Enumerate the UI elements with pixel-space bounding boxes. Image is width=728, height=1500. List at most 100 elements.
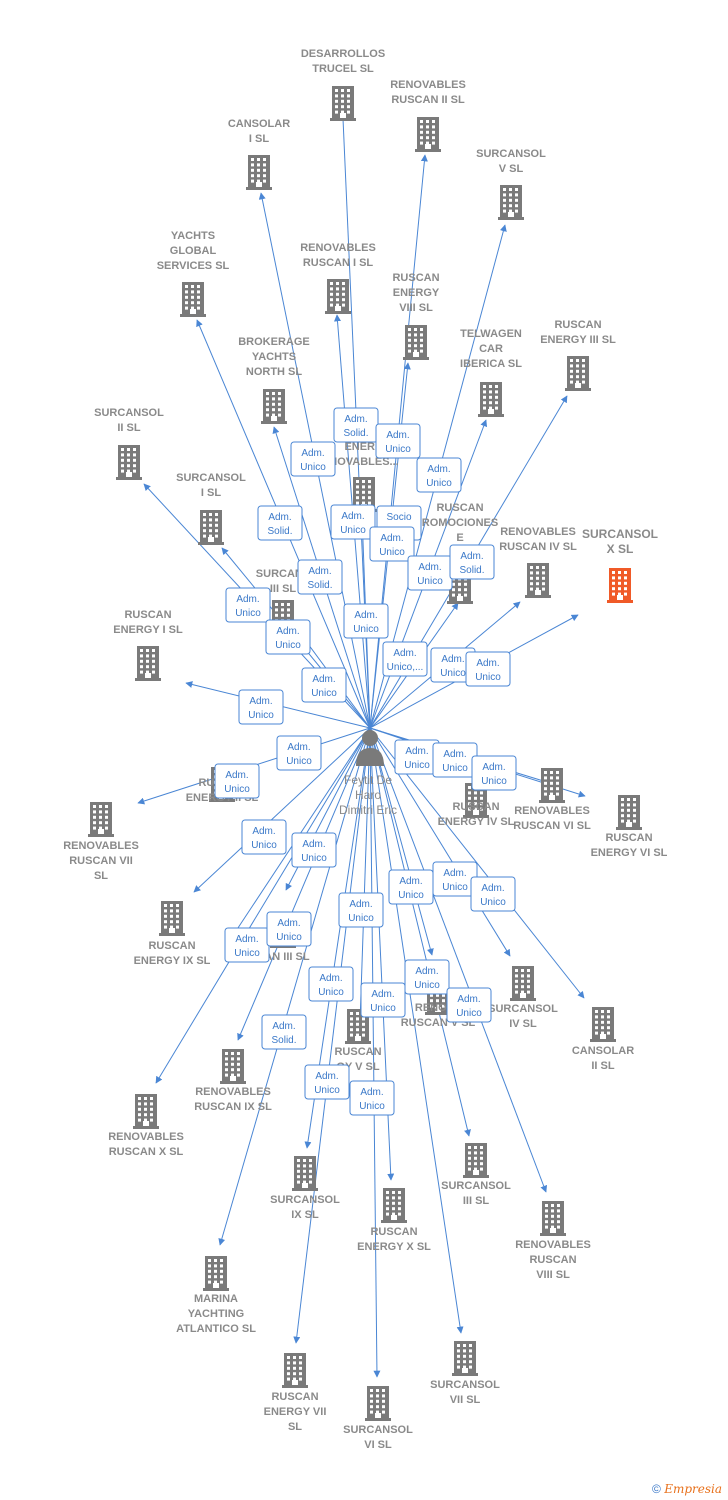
company-label: RUSCAN (148, 940, 195, 952)
relation-label-e29[interactable]: Adm.Unico (470, 876, 516, 912)
relation-label-e1[interactable]: Adm.Solid. (333, 407, 379, 443)
relation-label-e8[interactable]: Adm.Solid. (257, 505, 303, 541)
relation-label-e26[interactable]: Adm.Unico (291, 832, 337, 868)
building-icon (180, 282, 206, 317)
relation-label-e23[interactable]: Adm.Unico (471, 755, 517, 791)
relation-label-e27[interactable]: Adm.Unico (388, 869, 434, 905)
relation-label-e3[interactable]: Adm.Unico (375, 423, 421, 459)
relation-text: Adm. (371, 989, 394, 1000)
relation-text: Unico (353, 624, 379, 635)
relation-text: Adm. (225, 770, 248, 781)
company-label: RUSCAN (529, 1254, 576, 1266)
relation-label-e7[interactable]: Adm.Unico (369, 526, 415, 562)
relation-label-e30[interactable]: Adm.Unico (338, 892, 384, 928)
relation-label-e33[interactable]: Adm.Unico (308, 966, 354, 1002)
relation-label-e35[interactable]: Adm.Unico (360, 982, 406, 1018)
company-label: TELWAGEN (460, 328, 522, 340)
edge-labels: Adm.Solid.Adm.UnicoAdm.UnicoAdm.UnicoAdm… (214, 407, 517, 1116)
company-label: IBERICA SL (460, 358, 522, 370)
relation-label-e24[interactable]: Adm.Unico (214, 763, 260, 799)
relation-label-e18[interactable]: Adm.Unico (301, 667, 347, 703)
relation-label-e20[interactable]: Adm.Unico (276, 735, 322, 771)
relation-label-e2[interactable]: Adm.Unico (290, 441, 336, 477)
relation-label-e31[interactable]: Adm.Unico (224, 927, 270, 963)
building-icon (607, 568, 633, 603)
company-node-energias-renovables[interactable]: ENERGNOVABLES... (329, 441, 399, 512)
relation-label-e38[interactable]: Adm.Unico (304, 1064, 350, 1100)
building-icon (198, 510, 224, 545)
relation-label-e21[interactable]: Adm.Unico (394, 739, 440, 775)
relation-label-e39[interactable]: Adm.Unico (349, 1080, 395, 1116)
company-label: I SL (249, 133, 269, 145)
relation-label-e13[interactable]: Adm.Unico (265, 619, 311, 655)
company-label: II SL (591, 1060, 615, 1072)
company-node-telwagen[interactable]: TELWAGEN CAR IBERICA SL (460, 328, 522, 417)
relation-label-e25[interactable]: Adm.Unico (241, 819, 287, 855)
relation-label-e4[interactable]: Adm.Unico (416, 457, 462, 493)
company-label: ENERGY X SL (357, 1241, 431, 1253)
relation-label-e5[interactable]: Adm.Unico (330, 504, 376, 540)
edge-ruscan-energy-vii (293, 727, 371, 1344)
person-name: Haro (355, 788, 381, 802)
relation-label-e36[interactable]: Adm.Unico (404, 959, 450, 995)
relation-label-e32[interactable]: Adm.Unico (266, 911, 312, 947)
building-icon (381, 1188, 407, 1223)
brand-logo[interactable]: Empresia (664, 1482, 722, 1496)
relation-text: Adm. (418, 562, 441, 573)
relation-label-e17[interactable]: Adm.Unico (465, 651, 511, 687)
building-icon (203, 1256, 229, 1291)
relation-label-e12[interactable]: Adm.Unico (225, 587, 271, 623)
relation-label-e14[interactable]: Adm.Unico (343, 603, 389, 639)
company-label: RUSCAN (334, 1046, 381, 1058)
company-label: III SL (463, 1195, 490, 1207)
relation-label-e11[interactable]: Adm.Solid. (297, 559, 343, 595)
company-label: ATLANTICO SL (176, 1323, 256, 1335)
company-label: SURCANSOL (582, 527, 658, 541)
company-label: NOVABLES... (329, 456, 398, 468)
relation-label-e19[interactable]: Adm.Unico (238, 689, 284, 725)
relation-label-e34[interactable]: Adm.Solid. (261, 1014, 307, 1050)
company-label: CAR (479, 343, 503, 355)
company-label: RUSCAN IV SL (499, 541, 577, 553)
relation-label-e10[interactable]: Adm.Solid. (449, 544, 495, 580)
relation-label-e15[interactable]: Adm.Unico,... (382, 641, 428, 677)
relation-label-e37[interactable]: Adm.Unico (446, 987, 492, 1023)
relation-label-e28[interactable]: Adm.Unico (432, 861, 478, 897)
relation-label-e22[interactable]: Adm.Unico (432, 742, 478, 778)
relation-text: Solid. (343, 428, 368, 439)
relation-label-e9[interactable]: Adm.Unico (407, 555, 453, 591)
